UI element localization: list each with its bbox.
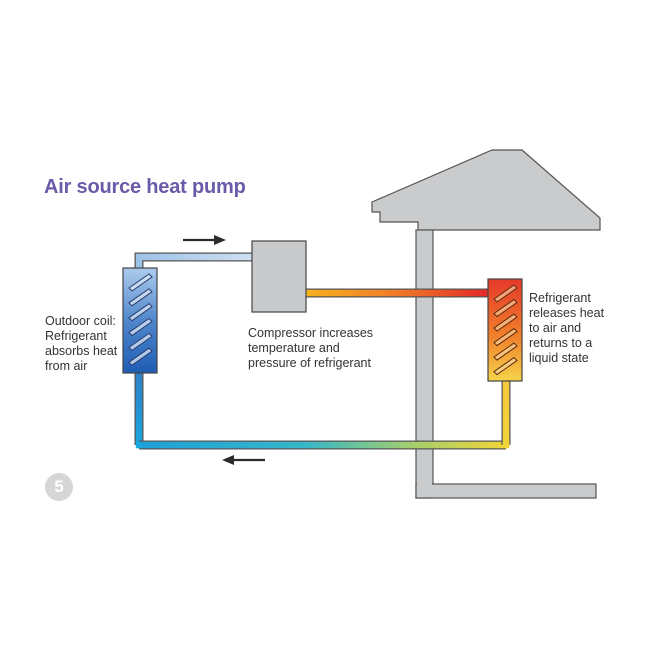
flow-arrow-left <box>222 455 265 465</box>
coil-fin <box>493 284 518 303</box>
coil-fin <box>128 317 153 337</box>
coil-fin <box>493 313 518 332</box>
diagram-title: Air source heat pump <box>44 176 246 198</box>
compressor-label: Compressor increases temperature and pre… <box>248 326 374 370</box>
coil-fin <box>128 288 153 307</box>
house-floor <box>415 483 597 499</box>
coil-fin <box>128 273 153 292</box>
indoor-coil <box>487 278 523 382</box>
coil-fin <box>493 298 518 318</box>
flow-arrow-right <box>183 235 226 245</box>
house-roof <box>371 149 601 231</box>
coil-fin <box>493 342 518 361</box>
coil-fin <box>493 356 518 376</box>
coil-fin <box>493 327 518 347</box>
coil-fin <box>128 332 153 352</box>
outdoor-coil-label: Outdoor coil: Refrigerant absorbs heat f… <box>45 314 118 373</box>
compressor-box <box>251 240 307 313</box>
outdoor-coil <box>122 267 158 374</box>
step-number-badge: 5 <box>45 473 73 501</box>
refrigerant-circuit <box>134 252 511 450</box>
indoor-coil-label: Refrigerant releases heat to air and ret… <box>529 291 605 365</box>
coil-fin <box>128 303 153 322</box>
coil-fin <box>128 347 153 366</box>
